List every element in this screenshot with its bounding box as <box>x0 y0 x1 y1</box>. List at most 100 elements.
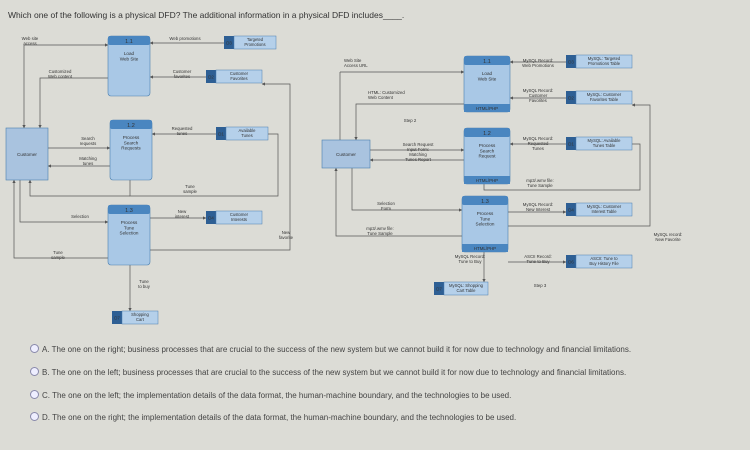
right-flow-label-web-access-url-line: Access URL <box>344 63 368 68</box>
right-flow-label-search-request-line: Search Request <box>403 142 435 147</box>
left-flow-label-web-site-access-line: Web site <box>22 36 39 41</box>
right-flow-label-requested-tunes-line: Requested <box>528 141 549 146</box>
right-process-1-1-header <box>464 56 510 65</box>
right-flow-label-new-favorite: MySQL record:New Favorite <box>654 232 683 242</box>
left-store-d1-id-box <box>216 127 226 140</box>
left-store-d4-name-box <box>215 210 263 225</box>
right-store-d4-label-line: MySQL: Customer <box>587 204 622 209</box>
left-flow-label-customer-favorites-line: Customer <box>173 69 192 74</box>
left-flow-customized-content <box>38 77 108 129</box>
right-store-d1-name-box <box>575 136 633 151</box>
right-flow-label-new-favorite-line: MySQL record: <box>654 232 683 237</box>
left-process-1-1-label-line: Load <box>124 51 135 56</box>
left-flow-label-matching-tunes-line: tunes <box>83 161 94 166</box>
left-customer-entity-label-line: Customer <box>17 152 37 157</box>
left-store-d1-label-line: Tunes <box>241 133 252 138</box>
left-flow-tune-sample-2 <box>12 179 108 259</box>
right-flow-label-selection-form-line: Selection <box>377 201 395 206</box>
left-flow-label-tune-sample-1-line: Tune <box>185 184 195 189</box>
right-flow-label-ascii-tune-to-buy: ASCII Record:Tune to Buy <box>524 254 551 264</box>
right-store-d6-id-line: D6 <box>568 260 574 265</box>
right-store-d1-id-line: D1 <box>568 142 574 147</box>
option-b[interactable]: B. The one on the left; business process… <box>30 367 626 377</box>
radio-icon[interactable] <box>30 344 39 353</box>
question-text: Which one of the following is a physical… <box>8 10 405 20</box>
right-flow-label-search-request-line: Matching <box>409 152 427 157</box>
left-flow-label-new-interest-line: New <box>178 209 187 214</box>
right-flow-html-customized <box>354 103 464 141</box>
right-flow-label-new-favorite-line: New Favorite <box>655 237 681 242</box>
left-store-d7-id-box <box>112 311 122 324</box>
left-store-d7-label-line: Shopping <box>131 312 149 317</box>
option-c[interactable]: C. The one on the left; the implementati… <box>30 390 511 400</box>
right-store-d4-id-box <box>566 203 576 216</box>
right-customer-entity-label-line: Customer <box>336 152 356 157</box>
left-process-1-2-id: 1.2 <box>127 123 135 129</box>
right-store-d3-label-line: Promotions Table <box>588 61 621 66</box>
right-flow-label-html-customized-line: Web Content <box>368 95 394 100</box>
right-flow-label-tune-to-buy-line: MySQL Record: <box>455 254 485 259</box>
left-store-d2-id: D2 <box>208 75 214 80</box>
right-customer-entity-box <box>321 139 371 169</box>
radio-icon[interactable] <box>30 367 39 376</box>
left-flow-label-search-requests-line: Search <box>81 136 95 141</box>
left-flow-label-search-requests-line: requests <box>80 141 96 146</box>
left-flow-label-new-interest-line: interest <box>175 214 190 219</box>
left-store-d7-id-line: D7 <box>114 316 120 321</box>
right-process-1-2-label-line: Search <box>480 148 495 153</box>
right-store-d2-id-line: D2 <box>568 96 574 101</box>
radio-icon[interactable] <box>30 412 39 421</box>
left-process-1-2-label-line: Process <box>123 135 140 140</box>
right-store-d1-label-line: Tunes Table <box>593 143 616 148</box>
option-a[interactable]: A. The one on the right; business proces… <box>30 344 631 354</box>
left-flow-label-selection: Selection <box>71 214 89 219</box>
right-store-d4-label-line: Interest Table <box>591 209 617 214</box>
right-store-d2-label-line: MySQL: Customer <box>587 92 622 97</box>
right-store-d7-label-line: MySQL: Shopping <box>449 283 484 288</box>
right-flow-mp3-sample-1 <box>483 143 641 191</box>
option-d[interactable]: D. The one on the right; the implementat… <box>30 412 516 422</box>
right-process-1-2-tech-bar <box>464 176 510 184</box>
left-store-d3-id: D3 <box>226 41 232 46</box>
right-process-1-1-id-line: 1.1 <box>483 59 491 65</box>
right-process-1-2-id: 1.2 <box>483 131 491 137</box>
right-flow-label-requested-tunes-line: Tunes <box>532 146 544 151</box>
left-flow-label-tune-sample-2-line: sample <box>51 255 65 260</box>
left-process-1-1-label-line: Web Site <box>120 56 139 61</box>
radio-icon[interactable] <box>30 390 39 399</box>
right-flow-label-web-promotions: MySQL Record:Web Promotions <box>522 58 554 68</box>
right-label-step3-line: Step 3 <box>534 283 547 288</box>
right-store-d3-name-box <box>575 54 633 69</box>
left-store-d2-name-box <box>215 69 263 84</box>
left-flow-label-new-favorite-line: favorite <box>279 235 294 240</box>
left-store-d3-label-line: Targeted <box>247 37 264 42</box>
left-customer-entity-label: Customer <box>17 152 37 157</box>
right-flow-label-tune-to-buy: MySQL Record:Tune to Buy <box>455 254 485 264</box>
right-flow-new-favorite <box>508 103 651 227</box>
left-flow-new-favorite <box>150 82 291 251</box>
left-store-d3-label-line: Promotions <box>244 42 265 47</box>
right-flow-label-customer-favorites-line: Customer <box>529 93 548 98</box>
right-process-1-3-tech-line: HTML/PHP <box>474 246 496 251</box>
right-process-1-1-tech-bar <box>464 104 510 112</box>
left-process-1-3-header <box>108 205 150 214</box>
